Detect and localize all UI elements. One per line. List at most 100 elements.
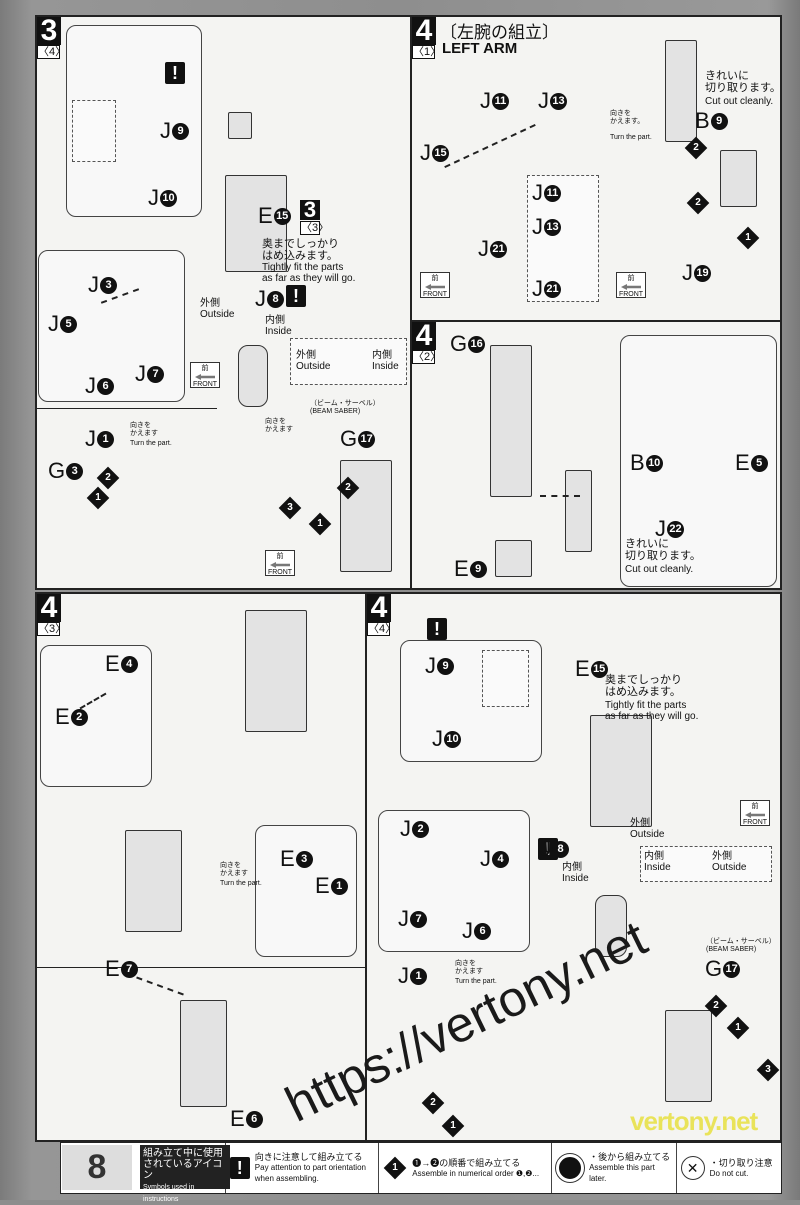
front-direction-icon: 前 FRONT: [740, 800, 770, 826]
part-runner-letter: G: [705, 956, 723, 981]
step-number: 4: [412, 16, 436, 46]
instruction-note: 内側 Inside: [644, 851, 671, 873]
part-runner-letter: E: [105, 651, 120, 676]
instruction-note: Turn the part.: [610, 134, 652, 141]
part-number-circle: 21: [544, 280, 561, 298]
divider: [37, 408, 217, 409]
legend-order-jp: ❶→❷の順番で組み立てる: [412, 1157, 521, 1168]
part-runner-letter: J: [462, 918, 473, 943]
part-runner-letter: E: [315, 873, 330, 898]
part-runner-letter: J: [85, 426, 96, 451]
part-number-circle: 11: [492, 92, 509, 110]
legend-later-jp: ・後から組み立てる: [589, 1152, 671, 1162]
step-number: 4: [367, 593, 391, 623]
front-label-en: FRONT: [267, 569, 293, 576]
part-number-circle: 9: [710, 112, 728, 130]
instruction-note: 向きを かえます: [265, 418, 293, 433]
part-number-circle: 5: [60, 315, 77, 333]
part-number-circle: 10: [444, 730, 461, 748]
part-runner-letter: J: [480, 846, 491, 871]
substep-number: 〈1〉: [412, 45, 442, 59]
part-runner-letter: J: [398, 963, 409, 988]
assembly-order-number: 2: [695, 197, 701, 208]
part-number-circle: 7: [147, 365, 164, 383]
part-number-circle: 4: [492, 850, 509, 868]
part-number-circle: 9: [469, 560, 487, 578]
assemble-later-icon: [556, 1154, 585, 1182]
part-runner-letter: J: [538, 88, 549, 113]
part-runner-letter: J: [160, 118, 171, 143]
part-number-circle: 6: [245, 1110, 263, 1128]
front-label-jp: 前: [431, 275, 439, 282]
part-number-circle: 10: [160, 189, 177, 207]
front-label-jp: 前: [751, 803, 759, 810]
part-runner-letter: E: [280, 846, 295, 871]
assembly-order-icon: 1: [86, 486, 110, 510]
part-number-circle: 7: [410, 910, 427, 928]
assembly-order-icon: 2: [684, 136, 708, 160]
assembly-order-number: 2: [345, 482, 351, 493]
detail-inset: [378, 810, 530, 952]
part-runner-letter: J: [425, 653, 436, 678]
part-number-circle: 13: [544, 218, 561, 236]
assembly-order-number: 3: [765, 1064, 771, 1075]
part-number-circle: 22: [667, 520, 684, 538]
instruction-note: 外側 Outside: [712, 851, 747, 873]
part-number-circle: 10: [645, 454, 663, 472]
legend-orientation-jp: 向きに注意して組み立てる: [254, 1152, 363, 1162]
part-drawing: [225, 175, 287, 272]
assembly-order-icon: 3: [278, 496, 302, 520]
part-number-circle: 9: [437, 657, 454, 675]
orientation-warning-icon: !: [286, 285, 306, 307]
part-number-circle: 17: [723, 960, 741, 978]
part-runner-letter: J: [655, 516, 666, 541]
assembly-order-icon: 3: [756, 1058, 780, 1082]
part-runner-letter: E: [55, 704, 70, 729]
part-drawing: [125, 830, 182, 932]
part-number-circle: 15: [432, 144, 449, 162]
front-label-en: FRONT: [742, 819, 768, 826]
part-number-circle: 6: [97, 377, 114, 395]
substep-number: 〈4〉: [37, 45, 67, 59]
part-number-circle: 5: [750, 454, 768, 472]
arrow-icon: [270, 562, 290, 568]
do-not-cut-icon: ✕: [680, 1156, 705, 1180]
legend-orientation-en: Pay attention to part orientation when a…: [254, 1163, 366, 1183]
part-number-circle: 3: [295, 850, 313, 868]
part-drawing: [720, 150, 757, 207]
instruction-note: 外側 Outside: [630, 818, 665, 840]
part-runner-letter: E: [258, 203, 273, 228]
assembly-order-icon: 2: [686, 191, 710, 215]
assembly-order-icon: 1: [726, 1016, 750, 1040]
assembly-order-number: 2: [430, 1097, 436, 1108]
part-runner-letter: J: [255, 286, 266, 311]
part-number-circle: 13: [550, 92, 567, 110]
part-runner-letter: E: [454, 556, 469, 581]
part-runner-letter: G: [450, 331, 468, 356]
part-drawing: [490, 345, 532, 497]
part-number-circle: 21: [490, 240, 507, 258]
instruction-note: 向きを かえます。: [610, 110, 645, 125]
instruction-note: 奥までしっかり はめ込みます。: [262, 238, 339, 262]
part-drawing: [180, 1000, 227, 1107]
part-runner-letter: J: [85, 373, 96, 398]
part-number-circle: 7: [120, 960, 138, 978]
front-label-en: FRONT: [192, 381, 218, 388]
part-runner-letter: G: [48, 458, 66, 483]
